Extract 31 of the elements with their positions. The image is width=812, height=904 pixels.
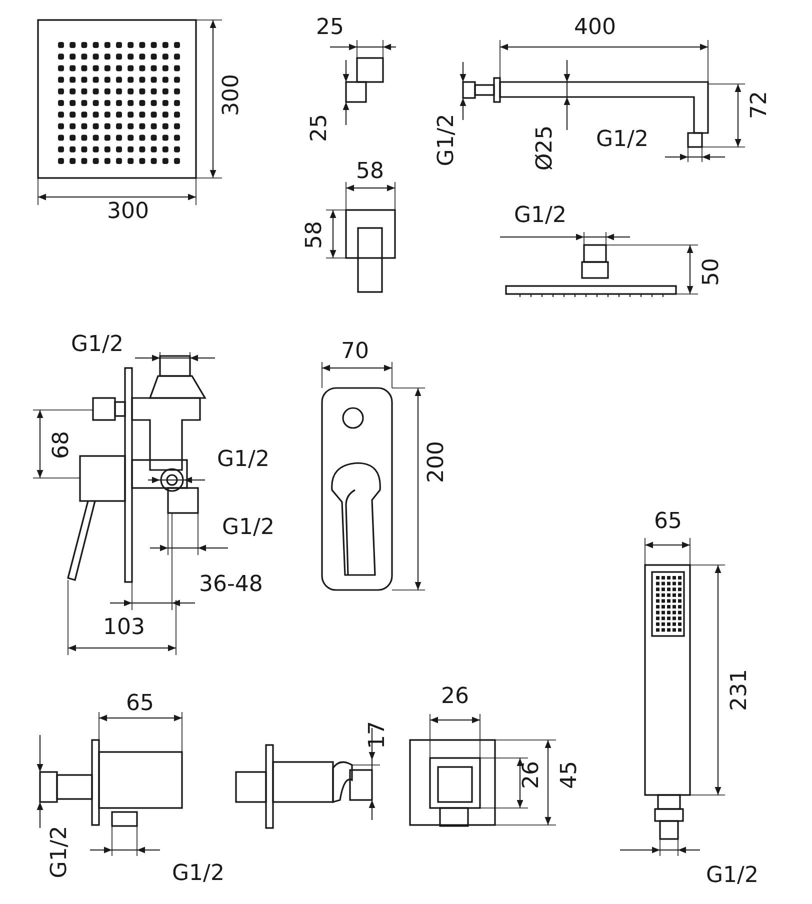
dimension-label: 58 (304, 221, 326, 249)
dimension-label: G1/2 (436, 114, 458, 166)
dimension-label: 36-48 (199, 574, 263, 596)
dimension-label: 200 (426, 441, 448, 483)
dimension-label: 103 (103, 617, 145, 639)
dimension-label: 45 (559, 761, 581, 789)
dimension-label: 65 (654, 511, 682, 533)
dimension-label: 26 (521, 761, 543, 789)
dimension-label: G1/2 (49, 826, 72, 878)
dimension-label: Ø25 (534, 125, 556, 171)
dimension-label: 58 (356, 161, 384, 183)
dimension-label: 300 (107, 201, 149, 223)
dimension-label: 25 (316, 17, 344, 39)
dimension-label: G1/2 (514, 205, 566, 227)
dimension-label: G1/2 (217, 449, 270, 471)
dimension-label: G1/2 (222, 517, 274, 539)
dimension-label: 300 (221, 74, 243, 116)
dimension-label: G1/2 (706, 865, 758, 887)
dimension-label: 72 (749, 91, 771, 119)
dimension-label: 25 (309, 114, 331, 142)
dimension-label: 231 (729, 669, 751, 711)
dimension-label: G1/2 (172, 863, 224, 885)
dimension-label: G1/2 (71, 334, 124, 356)
dimension-label: 68 (51, 431, 73, 459)
dimension-label: 26 (441, 686, 469, 708)
dimension-label: 400 (574, 17, 616, 39)
dimension-label: G1/2 (596, 129, 648, 151)
dimension-label: 17 (367, 721, 389, 749)
dimension-label: 70 (341, 341, 369, 363)
dimension-label: 65 (126, 693, 154, 715)
dimension-label: 50 (701, 258, 723, 286)
